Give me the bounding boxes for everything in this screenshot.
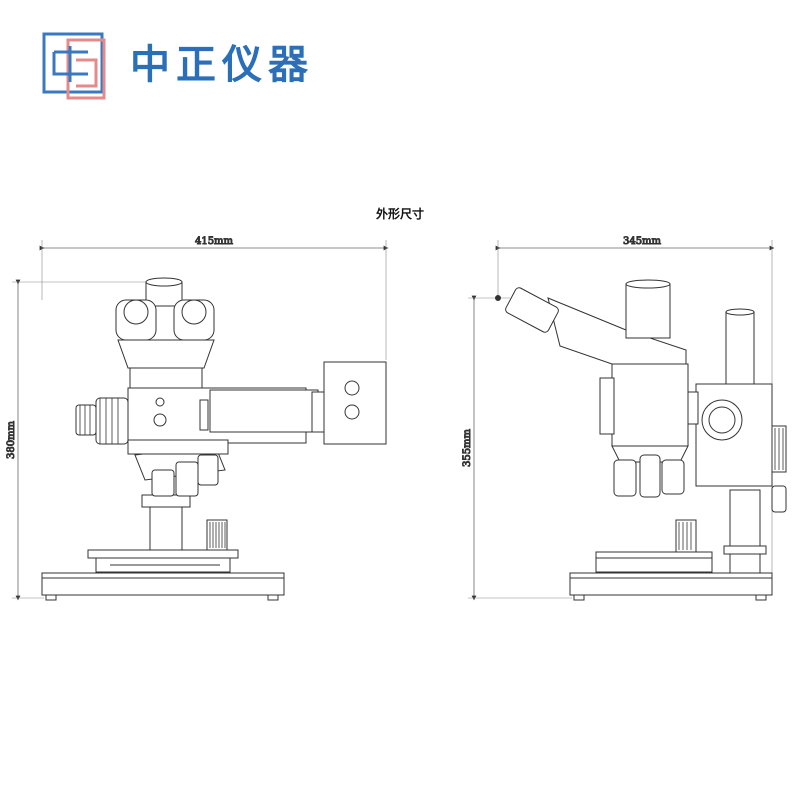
front-column xyxy=(149,504,183,551)
page-title: 外形尺寸 xyxy=(375,207,424,221)
side-pillar-top xyxy=(725,311,755,391)
front-base xyxy=(41,572,285,596)
front-objective xyxy=(151,469,175,497)
side-base xyxy=(569,572,773,596)
front-view: 415mm 380mm xyxy=(6,236,389,601)
side-eyepiece xyxy=(505,287,559,333)
side-objective xyxy=(661,459,685,495)
side-width-label: 345mm xyxy=(623,236,662,247)
front-objective xyxy=(175,461,199,497)
side-camera-port xyxy=(625,283,671,339)
front-stage xyxy=(87,549,239,559)
front-objective xyxy=(197,454,219,486)
front-lamp-house xyxy=(323,361,387,445)
front-illuminator-arm xyxy=(209,389,319,433)
front-width-label: 415mm xyxy=(195,236,234,247)
side-objective xyxy=(613,459,637,497)
logo-mark-icon xyxy=(42,32,106,100)
side-view: 345mm 355mm xyxy=(462,236,787,601)
brand-logo xyxy=(42,32,106,100)
side-objective xyxy=(639,454,661,498)
side-height-label: 355mm xyxy=(462,428,473,467)
side-stage xyxy=(595,551,713,573)
side-pillar xyxy=(729,489,761,574)
side-body xyxy=(611,363,689,447)
brand-name: 中正仪器 xyxy=(130,42,314,88)
front-height-label: 380mm xyxy=(6,420,17,459)
